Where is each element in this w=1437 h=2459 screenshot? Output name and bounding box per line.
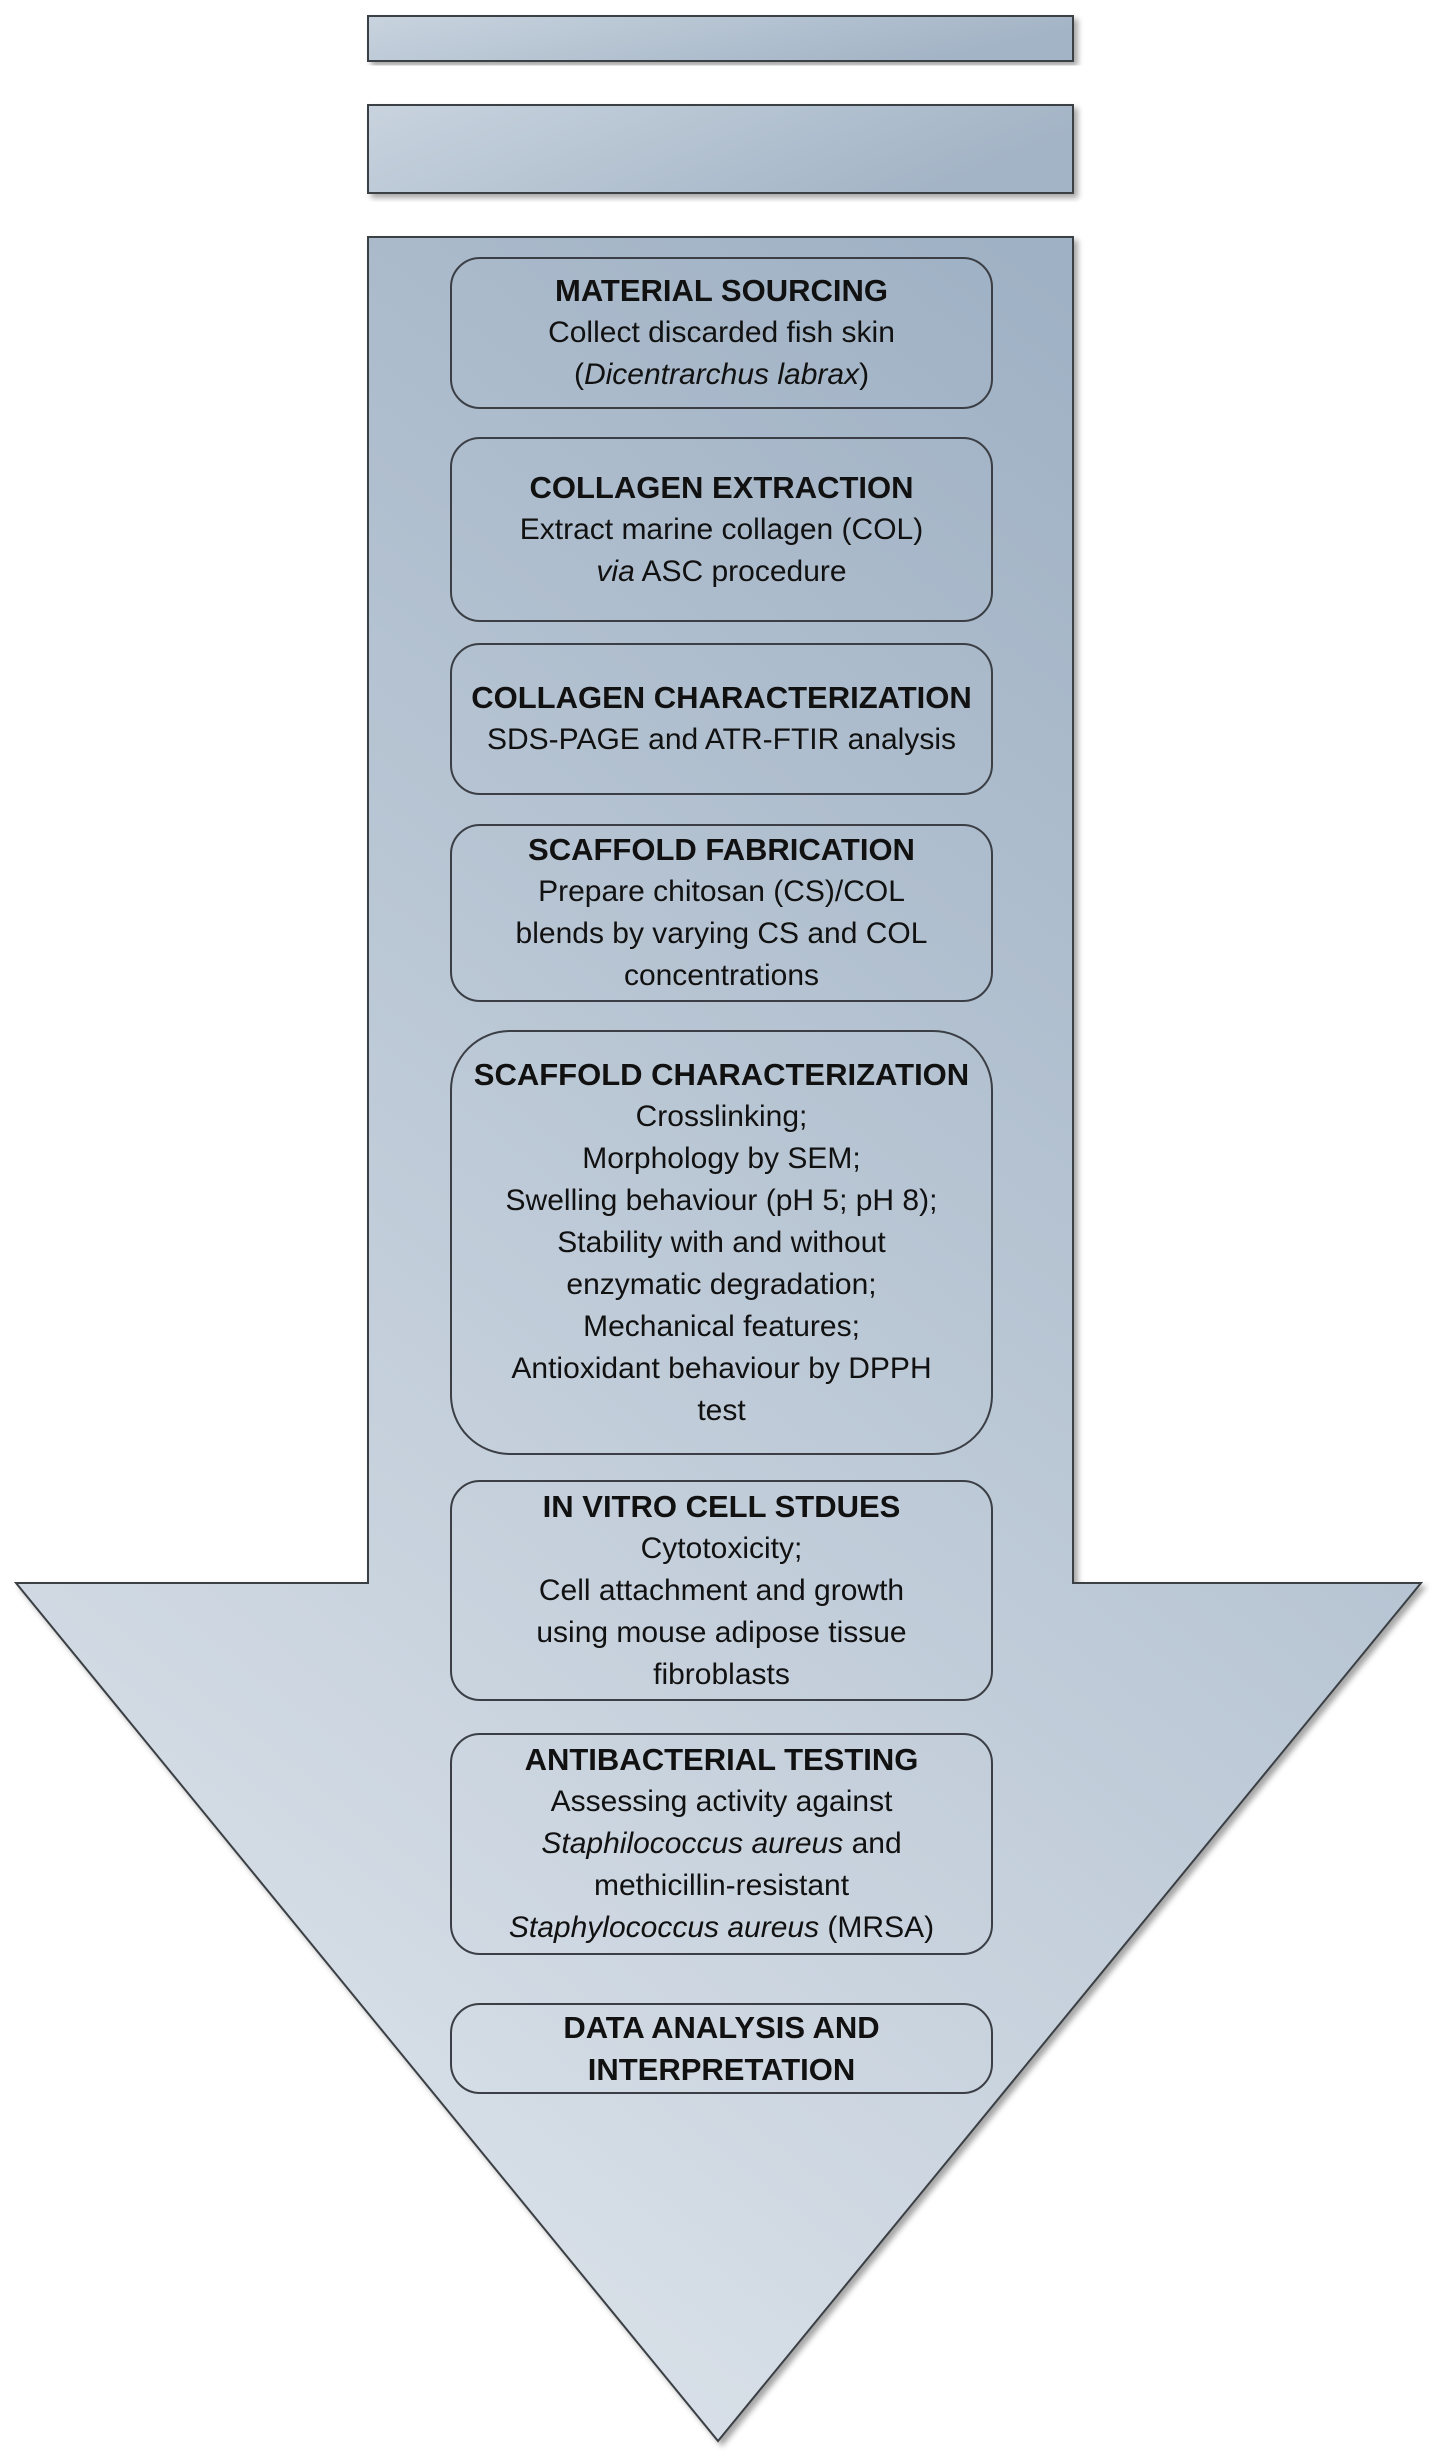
step-title: COLLAGEN CHARACTERIZATION: [471, 680, 972, 715]
step-line: Staphilococcus aureus and: [541, 1827, 902, 1860]
step-title: SCAFFOLD CHARACTERIZATION: [473, 1056, 970, 1092]
step-line: Mechanical features;: [583, 1309, 860, 1343]
step-line: Collect discarded fish skin: [548, 316, 895, 349]
step-line: Swelling behaviour (pH 5; pH 8);: [505, 1183, 938, 1217]
step-line: fibroblasts: [653, 1657, 790, 1691]
step-line: Stability with and without: [557, 1225, 886, 1259]
step-line: concentrations: [623, 959, 820, 992]
step-line: methicillin-resistant: [593, 1869, 850, 1902]
top-band-wide: [367, 104, 1074, 194]
top-band-thin: [367, 15, 1074, 62]
step-line: Crosslinking;: [635, 1099, 808, 1133]
step-line: Assessing activity against: [550, 1785, 893, 1818]
step-line: test: [697, 1393, 746, 1427]
step-scaffold-fabrication: SCAFFOLD FABRICATION Prepare chitosan (C…: [450, 824, 993, 1002]
down-arrow-shape: [13, 236, 1424, 2443]
step-scaffold-characterization: SCAFFOLD CHARACTERIZATION Crosslinking; …: [450, 1030, 993, 1455]
step-line: (Dicentrarchus labrax): [573, 358, 870, 391]
step-title: SCAFFOLD FABRICATION: [528, 832, 915, 867]
step-in-vitro-cell-studies: IN VITRO CELL STDUES Cytotoxicity; Cell …: [450, 1480, 993, 1701]
step-antibacterial-testing: ANTIBACTERIAL TESTING Assessing activity…: [450, 1733, 993, 1955]
step-line: via ASC procedure: [596, 554, 847, 588]
step-line: enzymatic degradation;: [566, 1267, 877, 1301]
step-material-sourcing: MATERIAL SOURCING Collect discarded fish…: [450, 257, 993, 409]
step-title: DATA ANALYSIS AND INTERPRETATION: [563, 2009, 880, 2087]
step-title: COLLAGEN EXTRACTION: [529, 469, 914, 505]
step-line: using mouse adipose tissue: [536, 1615, 907, 1649]
step-title: IN VITRO CELL STDUES: [542, 1488, 901, 1524]
step-line: SDS-PAGE and ATR-FTIR analysis: [486, 723, 956, 756]
step-line: Prepare chitosan (CS)/COL: [538, 875, 905, 908]
step-collagen-extraction: COLLAGEN EXTRACTION Extract marine colla…: [450, 437, 993, 622]
step-collagen-characterization: COLLAGEN CHARACTERIZATION SDS-PAGE and A…: [450, 643, 993, 795]
step-line: blends by varying CS and COL: [515, 917, 928, 950]
step-data-analysis: DATA ANALYSIS AND INTERPRETATION: [450, 2003, 993, 2094]
step-title: ANTIBACTERIAL TESTING: [524, 1742, 919, 1777]
step-title: MATERIAL SOURCING: [555, 273, 888, 308]
step-line: Staphylococcus aureus (MRSA): [508, 1911, 935, 1944]
step-line: Cytotoxicity;: [640, 1531, 803, 1565]
step-line: Cell attachment and growth: [538, 1573, 905, 1607]
step-line: Extract marine collagen (COL): [519, 512, 924, 546]
step-line: Antioxidant behaviour by DPPH: [511, 1351, 932, 1385]
step-line: Morphology by SEM;: [582, 1141, 861, 1175]
